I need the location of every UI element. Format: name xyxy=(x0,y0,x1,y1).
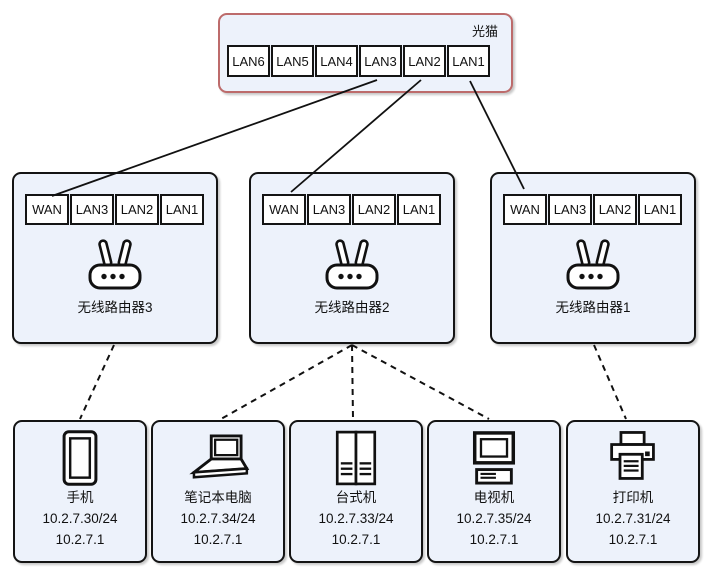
modem-port-lan5: LAN5 xyxy=(271,45,314,77)
router2-label: 无线路由器2 xyxy=(314,300,390,315)
laptop-icon xyxy=(186,429,250,487)
router1-port-row: WAN LAN3 LAN2 LAN1 xyxy=(503,194,682,225)
device-box-printer: 打印机 10.2.7.31/24 10.2.7.1 xyxy=(566,420,700,563)
router3-port-wan: WAN xyxy=(25,194,69,225)
router3-port-lan2: LAN2 xyxy=(115,194,159,225)
modem-port-lan2: LAN2 xyxy=(403,45,446,77)
device-label: 笔记本电脑 xyxy=(184,490,252,505)
device-gateway: 10.2.7.1 xyxy=(193,532,243,547)
device-gateway: 10.2.7.1 xyxy=(469,532,519,547)
desktop-icon xyxy=(331,429,381,487)
wireless-link-router2-to-tv xyxy=(351,344,490,420)
device-gateway: 10.2.7.1 xyxy=(55,532,105,547)
tv-icon xyxy=(467,429,521,487)
device-box-laptop: 笔记本电脑 10.2.7.34/24 10.2.7.1 xyxy=(151,420,285,563)
wireless-router-icon xyxy=(14,236,216,292)
device-label: 打印机 xyxy=(612,490,654,505)
device-label: 电视机 xyxy=(473,490,515,505)
router3-label: 无线路由器3 xyxy=(77,300,153,315)
router2-box: WAN LAN3 LAN2 LAN1 无线路由器2 xyxy=(249,172,455,344)
router2-port-row: WAN LAN3 LAN2 LAN1 xyxy=(262,194,441,225)
router1-port-wan: WAN xyxy=(503,194,547,225)
modem-port-lan1: LAN1 xyxy=(447,45,490,77)
modem-port-lan4: LAN4 xyxy=(315,45,358,77)
device-ip: 10.2.7.33/24 xyxy=(318,511,394,526)
router2-port-lan3: LAN3 xyxy=(307,194,351,225)
router3-port-lan3: LAN3 xyxy=(70,194,114,225)
router1-port-lan3: LAN3 xyxy=(548,194,592,225)
modem-port-lan6: LAN6 xyxy=(227,45,270,77)
wireless-link-router2-to-laptop xyxy=(220,344,353,420)
router3-port-lan1: LAN1 xyxy=(160,194,204,225)
phone-icon xyxy=(61,429,99,487)
device-ip: 10.2.7.34/24 xyxy=(180,511,256,526)
device-box-phone: 手机 10.2.7.30/24 10.2.7.1 xyxy=(13,420,147,563)
wireless-link-router3-to-phone xyxy=(79,344,115,420)
router1-box: WAN LAN3 LAN2 LAN1 无线路由器1 xyxy=(490,172,696,344)
router1-label: 无线路由器1 xyxy=(555,300,631,315)
wireless-router-icon xyxy=(251,236,453,292)
modem-label: 光猫 xyxy=(471,24,498,39)
wireless-link-router2-to-desktop xyxy=(351,344,354,420)
device-gateway: 10.2.7.1 xyxy=(608,532,658,547)
modem-port-lan3: LAN3 xyxy=(359,45,402,77)
router1-port-lan1: LAN1 xyxy=(638,194,682,225)
router3-port-row: WAN LAN3 LAN2 LAN1 xyxy=(25,194,204,225)
device-gateway: 10.2.7.1 xyxy=(331,532,381,547)
router2-port-lan1: LAN1 xyxy=(397,194,441,225)
device-ip: 10.2.7.35/24 xyxy=(456,511,532,526)
modem-port-row: LAN6 LAN5 LAN4 LAN3 LAN2 LAN1 xyxy=(227,45,490,77)
device-label: 手机 xyxy=(66,490,94,505)
router3-box: WAN LAN3 LAN2 LAN1 无线路由器3 xyxy=(12,172,218,344)
device-box-desktop: 台式机 10.2.7.33/24 10.2.7.1 xyxy=(289,420,423,563)
modem-box: 光猫 LAN6 LAN5 LAN4 LAN3 LAN2 LAN1 xyxy=(218,13,513,93)
wireless-router-icon xyxy=(492,236,694,292)
router1-port-lan2: LAN2 xyxy=(593,194,637,225)
device-box-tv: 电视机 10.2.7.35/24 10.2.7.1 xyxy=(427,420,561,563)
printer-icon xyxy=(607,429,659,487)
device-ip: 10.2.7.31/24 xyxy=(595,511,671,526)
router2-port-wan: WAN xyxy=(262,194,306,225)
device-label: 台式机 xyxy=(335,490,377,505)
router2-port-lan2: LAN2 xyxy=(352,194,396,225)
wireless-link-router1-to-printer xyxy=(593,344,627,420)
device-ip: 10.2.7.30/24 xyxy=(42,511,118,526)
